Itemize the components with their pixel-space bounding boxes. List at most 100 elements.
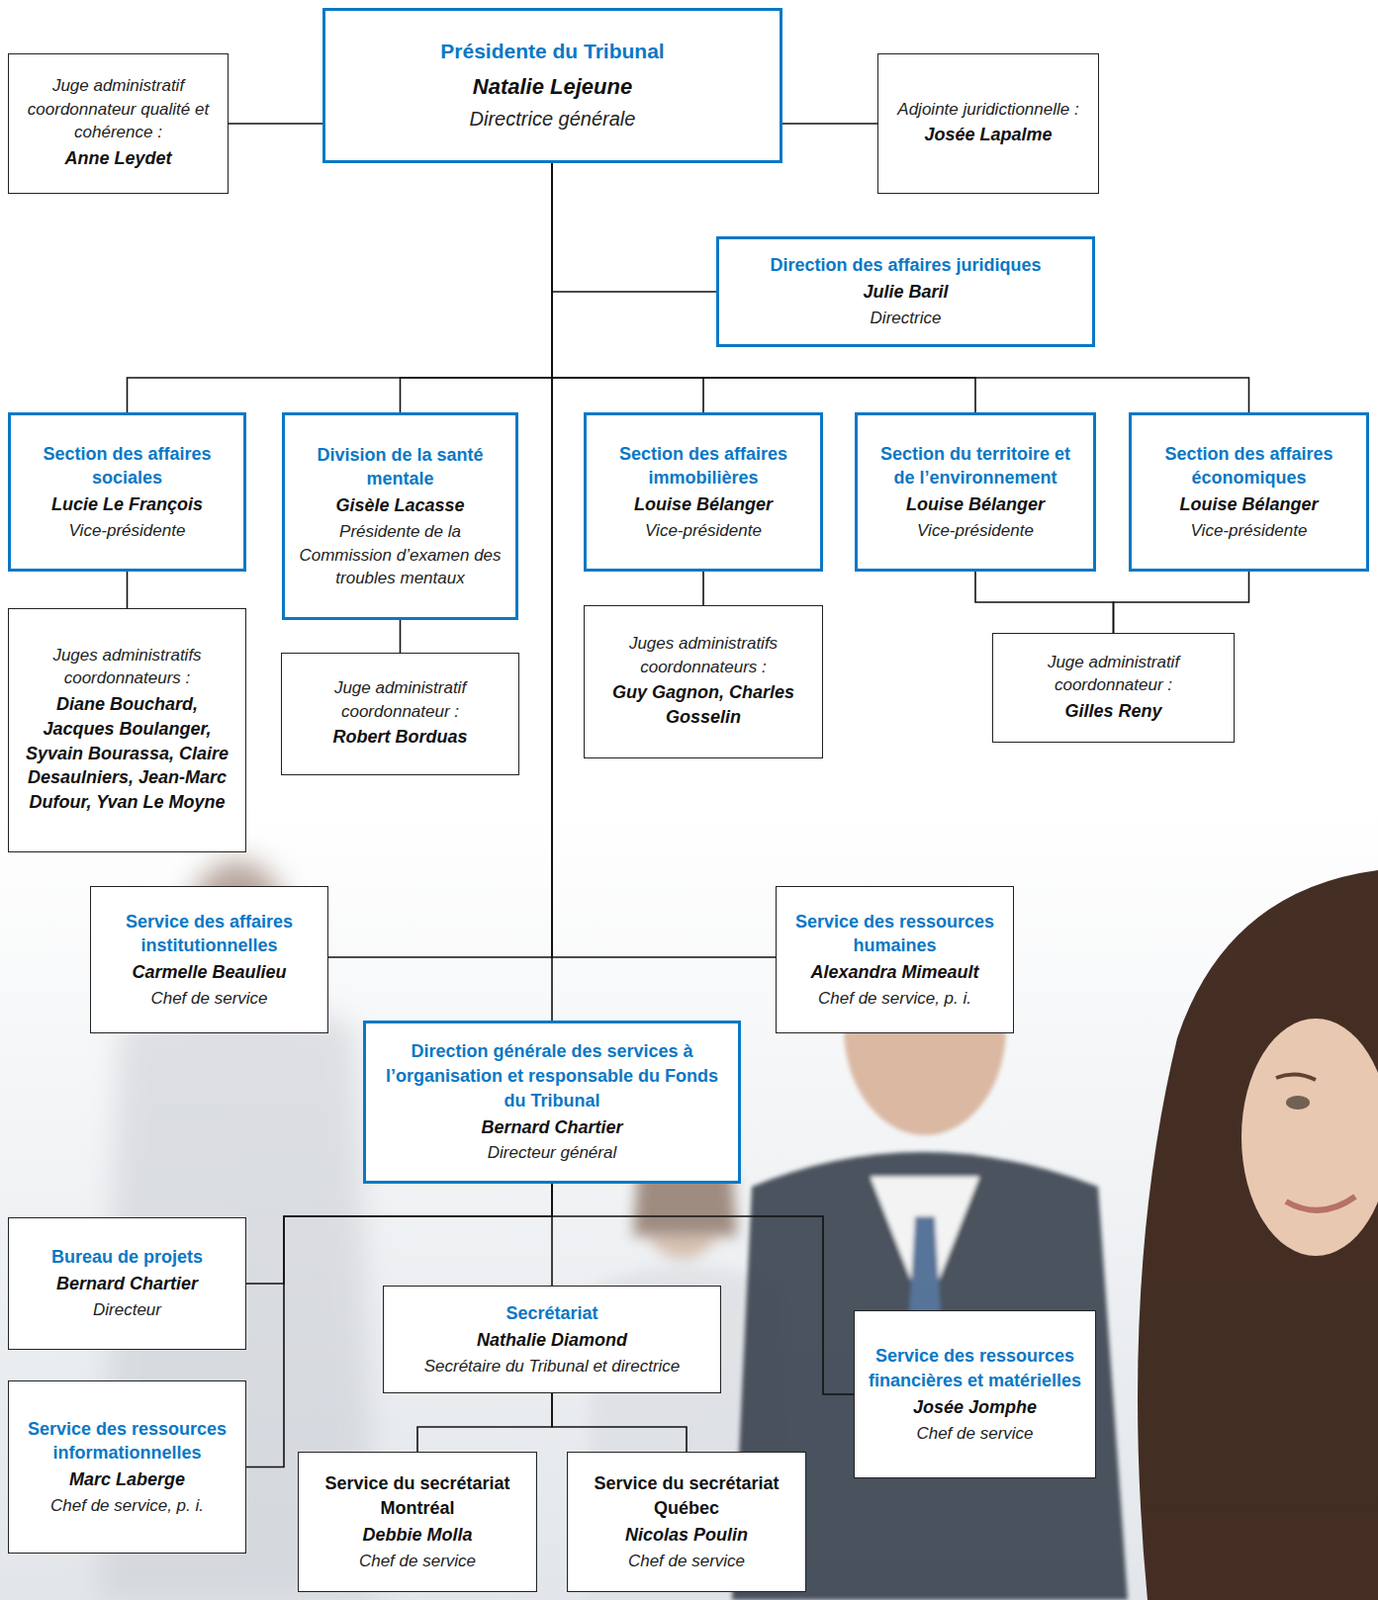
person-name: Gilles Reny [1064,699,1162,725]
label-text: Juge administratif coordonnateur : [291,676,509,724]
role-text: Chef de service [916,1422,1033,1446]
person-name: Josée Jomphe [913,1395,1037,1421]
org-box: Service des affaires institutionnellesCa… [90,886,329,1034]
box-title: Direction générale des services à l’orga… [375,1039,729,1113]
box-title: Bureau de projets [51,1245,203,1271]
box-title: Service du secrétariat Québec [577,1471,796,1522]
org-box: Section des affaires immobilièresLouise … [583,412,824,572]
person-name: Bernard Chartier [56,1272,198,1297]
role-text: Directeur général [487,1141,617,1165]
person-name: Gisèle Lacasse [335,493,464,519]
person-name: Guy Gagnon, Charles Gosselin [594,680,813,731]
role-text: Chef de service [628,1550,745,1573]
role-text: Vice-présidente [644,519,762,543]
connector [417,1393,552,1453]
org-box: Division de la santé mentaleGisèle Lacas… [281,412,519,621]
box-title: Section du territoire et de l’environnem… [867,442,1084,492]
label-text: Adjointe juridictionnelle : [897,97,1079,121]
person-name: Carmelle Beaulieu [131,960,286,986]
role-text: Vice-présidente [69,519,186,543]
person-name: Diane Bouchard, Jacques Boulanger, Syvai… [18,692,236,816]
person-name: Nathalie Diamond [476,1328,628,1354]
connector [551,163,553,1021]
person-name: Nicolas Poulin [625,1523,748,1549]
box-title: Division de la santé mentale [294,443,506,493]
photo-ground [0,811,1378,1600]
person-name: Louise Bélanger [1179,492,1318,518]
box-title: Section des affaires immobilières [596,442,811,492]
role-text: Directrice [870,306,942,330]
connector [551,163,704,413]
box-title: Présidente du Tribunal [440,37,664,67]
connector [246,1184,552,1285]
role-text: Chef de service [150,987,268,1011]
person-name: Debbie Molla [362,1523,472,1549]
label-text: Juges administratifs coordonnateurs : [594,632,813,679]
role-text: Secrétaire du Tribunal et directrice [424,1355,681,1378]
connector [551,163,1250,413]
connector [782,122,878,125]
org-box: Juge administratif coordonnateur qualité… [7,53,229,194]
connector [400,163,553,413]
connector [1113,571,1250,634]
org-box: Juges administratifs coordonnateurs :Guy… [583,605,824,759]
connector [127,163,553,413]
person-name: Louise Bélanger [906,492,1045,518]
box-title: Section des affaires sociales [20,442,234,492]
connector [228,122,323,125]
role-text: Présidente de la Commission d’examen des… [294,520,506,590]
person-name: Anne Leydet [64,146,172,172]
org-box: Service des ressources financières et ma… [853,1310,1097,1479]
box-title: Service des affaires institutionnelles [100,910,318,960]
org-box: Service des ressources informationnelles… [7,1380,247,1555]
role-text: Vice-présidente [1191,519,1308,543]
org-box: Service des ressources humainesAlexandra… [775,886,1014,1034]
org-box: Direction générale des services à l’orga… [363,1020,741,1185]
label-text: Juges administratifs coordonnateurs : [18,643,236,691]
connector [399,620,402,653]
connector [702,571,705,606]
org-box: Service du secrétariat MontréalDebbie Mo… [297,1452,538,1593]
org-box: Juge administratif coordonnateur :Gilles… [992,633,1235,743]
org-box: Direction des affaires juridiquesJulie B… [716,236,1096,348]
person-name: Bernard Chartier [480,1115,623,1141]
org-box: Présidente du TribunalNatalie LejeuneDir… [322,7,783,164]
box-title: Section des affaires économiques [1141,442,1357,492]
label-text: Juge administratif coordonnateur qualité… [18,74,218,144]
org-box: SecrétariatNathalie DiamondSecrétaire du… [382,1286,722,1394]
person-name: Marc Laberge [69,1468,185,1493]
org-box: Section des affaires économiquesLouise B… [1128,412,1370,572]
box-title: Service des ressources humaines [786,910,1004,960]
connector [126,571,129,609]
org-box: Juges administratifs coordonnateurs :Dia… [7,608,247,853]
person-name: Louise Bélanger [634,492,773,518]
person-name: Julie Baril [862,279,948,305]
box-title: Direction des affaires juridiques [769,253,1041,278]
person-name: Josée Lapalme [923,122,1052,148]
org-box: Juge administratif coordonnateur :Robert… [280,652,520,776]
box-title: Service des ressources informationnelles [18,1417,236,1468]
org-box: Section des affaires socialesLucie Le Fr… [7,412,247,572]
person-name: Alexandra Mimeault [810,960,979,986]
box-title: Secrétariat [505,1301,598,1327]
person-name: Lucie Le François [51,492,203,518]
org-box: Bureau de projetsBernard ChartierDirecte… [7,1217,247,1351]
woman-figure [1137,870,1378,1600]
org-box: Section du territoire et de l’environnem… [854,412,1097,572]
person-name: Robert Borduas [332,725,467,750]
connector [551,163,717,292]
connector [975,571,1114,634]
role-text: Directeur [92,1298,162,1322]
label-text: Juge administratif coordonnateur : [1003,650,1224,698]
role-text: Chef de service, p. i. [818,987,972,1011]
person-name: Natalie Lejeune [472,72,633,102]
role-text: Chef de service [359,1550,476,1573]
role-text: Directrice générale [469,105,637,134]
org-box: Service du secrétariat QuébecNicolas Pou… [566,1452,807,1593]
connector [551,1393,687,1453]
box-title: Service des ressources financières et ma… [864,1344,1086,1394]
role-text: Chef de service, p. i. [50,1494,204,1518]
org-box: Adjointe juridictionnelle :Josée Lapalme [877,53,1100,194]
box-title: Service du secrétariat Montréal [308,1471,527,1522]
